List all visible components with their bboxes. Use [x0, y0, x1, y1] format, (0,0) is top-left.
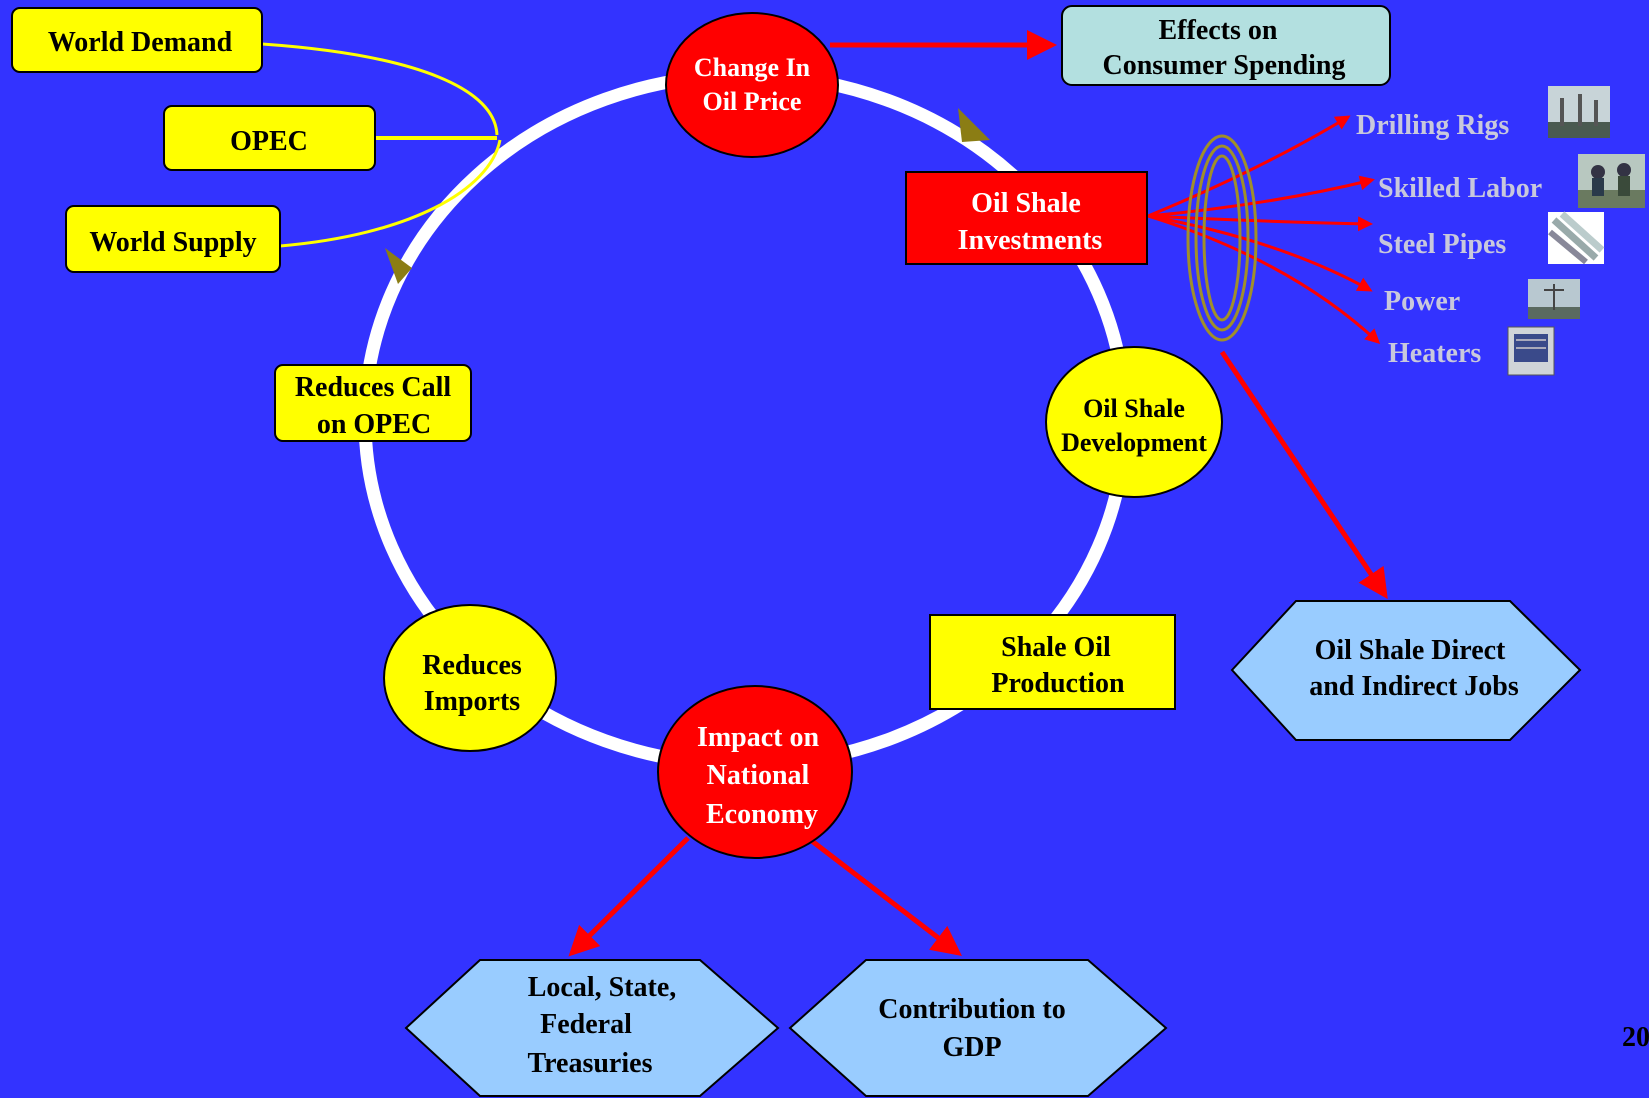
world-demand-label: World Demand	[48, 27, 233, 58]
input-heaters-label: Heaters	[1388, 338, 1481, 369]
oil-shale-investments-box	[905, 171, 1148, 265]
steel-pipes-photo-icon	[1548, 211, 1605, 265]
oil-shale-development-node	[1045, 346, 1223, 498]
reduces-imports-node	[383, 604, 557, 752]
effects-on-consumer-spending-line1: Effects on	[1159, 15, 1278, 46]
reduces-imports-line1: Reduces	[422, 650, 522, 681]
oil-shale-investments-line2: Investments	[958, 225, 1103, 256]
shale-oil-production-box	[929, 614, 1176, 710]
impact-on-national-economy-line3: Economy	[706, 799, 818, 830]
investments-to-jobs-arrow	[1219, 350, 1388, 600]
effects-on-consumer-spending-box	[1061, 5, 1391, 86]
oil-shale-investments-line1: Oil Shale	[971, 188, 1081, 219]
input-drilling-rigs-label: Drilling Rigs	[1356, 110, 1509, 141]
change-in-oil-price-line1: Change In	[694, 53, 811, 82]
oil-shale-development-line2: Development	[1061, 428, 1207, 457]
reduces-call-on-opec-box	[274, 364, 472, 442]
treasuries-line3: Treasuries	[528, 1048, 653, 1079]
opec-label: OPEC	[230, 126, 308, 157]
economy-to-treasuries-arrow	[568, 836, 690, 957]
effects-on-consumer-spending-line2: Consumer Spending	[1102, 50, 1345, 81]
world-demand-arrow	[261, 42, 499, 136]
world-supply-label: World Supply	[89, 227, 256, 258]
investment-bundle-rings	[1186, 134, 1258, 342]
world-supply-arrow	[279, 139, 502, 248]
input-steel-pipes-label: Steel Pipes	[1378, 229, 1506, 260]
shale-oil-production-line1: Shale Oil	[1001, 632, 1111, 663]
treasuries-line1: Local, State,	[528, 972, 677, 1003]
reduces-call-on-opec-line1: Reduces Call	[295, 372, 452, 403]
world-demand-box	[11, 7, 263, 73]
investment-input-arrows	[1147, 115, 1381, 345]
ring-direction-arrow-upper-right	[958, 108, 990, 142]
change-in-oil-price-node	[665, 12, 839, 158]
impact-on-national-economy-line2: National	[707, 760, 810, 791]
treasuries-line2: Federal	[540, 1009, 632, 1040]
oil-shale-jobs-node	[1230, 600, 1582, 741]
heater-photo-icon	[1507, 326, 1555, 376]
reduces-imports-line2: Imports	[424, 686, 521, 717]
impact-on-national-economy-node	[657, 685, 853, 859]
drilling-rig-photo-icon	[1548, 86, 1610, 138]
opec-box	[163, 105, 376, 171]
workers-photo-icon	[1578, 154, 1645, 208]
change-in-oil-price-line2: Oil Price	[703, 87, 802, 116]
shale-oil-production-line2: Production	[991, 668, 1125, 699]
economy-to-gdp-arrow	[806, 836, 962, 957]
oil-shale-jobs-line2: and Indirect Jobs	[1309, 671, 1519, 702]
world-supply-box	[65, 205, 281, 273]
input-skilled-labor-label: Skilled Labor	[1378, 173, 1542, 204]
page-number: 20	[1622, 1022, 1649, 1053]
oil-shale-development-line1: Oil Shale	[1083, 394, 1185, 423]
gdp-node	[788, 959, 1168, 1097]
impact-on-national-economy-line1: Impact on	[697, 722, 820, 753]
oil-shale-jobs-line1: Oil Shale Direct	[1315, 635, 1506, 666]
input-power-label: Power	[1384, 286, 1460, 317]
gdp-line1: Contribution to	[878, 994, 1065, 1025]
gdp-line2: GDP	[942, 1032, 1001, 1063]
treasuries-node	[404, 959, 780, 1097]
ring-direction-arrow-left	[385, 248, 412, 284]
power-lines-photo-icon	[1528, 279, 1580, 319]
reduces-call-on-opec-line2: on OPEC	[317, 409, 431, 440]
